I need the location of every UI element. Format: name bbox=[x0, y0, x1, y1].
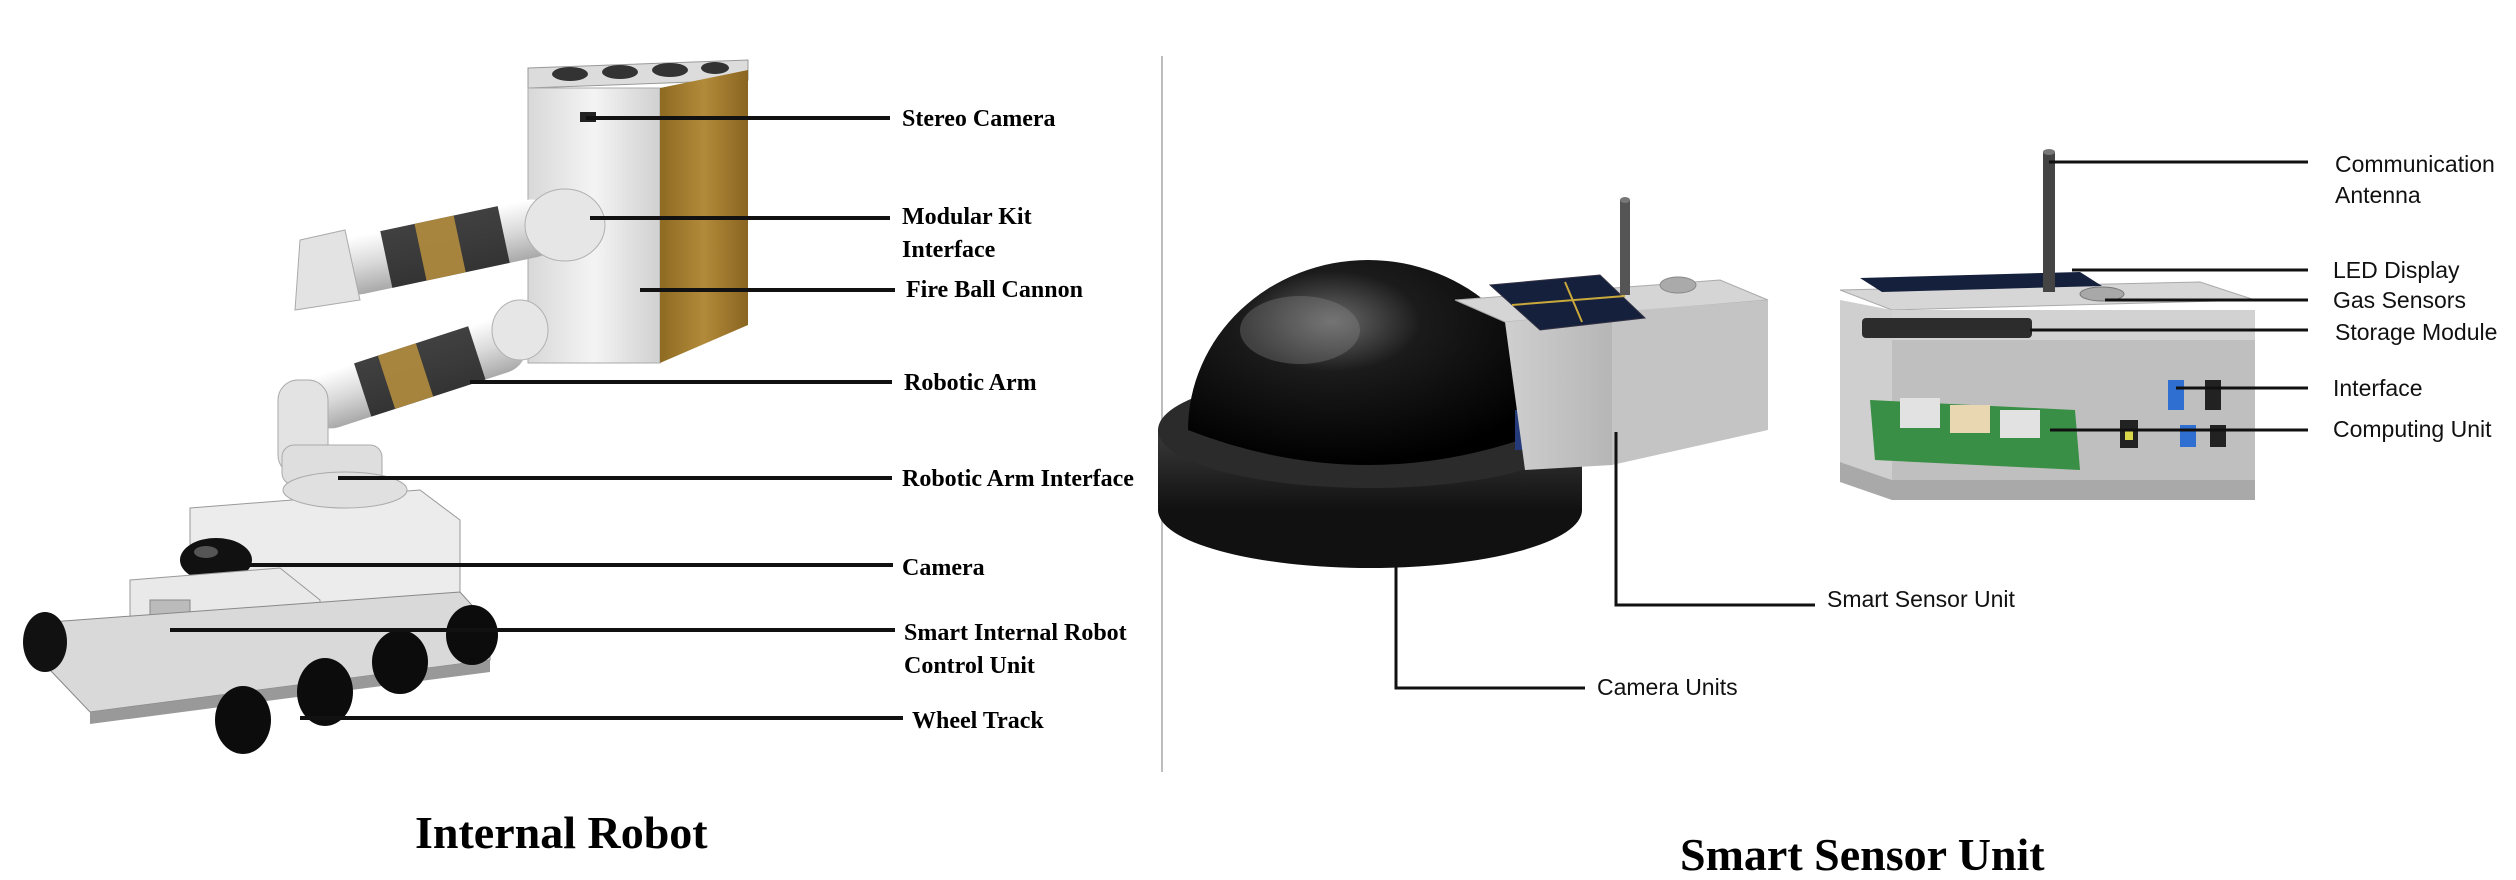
label-computing-unit: Computing Unit bbox=[2333, 416, 2492, 442]
label-smart-internal-robot-control-unit: Smart Internal Robot Control Unit bbox=[904, 620, 1133, 679]
left-labels: Stereo Camera Modular Kit Interface Fire… bbox=[902, 106, 1134, 734]
right-leader-lines bbox=[1394, 160, 2308, 690]
caption-internal-robot: Internal Robot bbox=[415, 807, 708, 858]
label-storage-module: Storage Module bbox=[2335, 319, 2497, 345]
label-led-display: LED Display bbox=[2333, 257, 2460, 283]
leader-smart-sensor-unit bbox=[1614, 432, 1815, 607]
right-labels: Communication Antenna LED Display Gas Se… bbox=[1597, 151, 2501, 700]
label-robotic-arm-interface: Robotic Arm Interface bbox=[902, 466, 1134, 492]
label-wheel-track: Wheel Track bbox=[912, 708, 1044, 734]
label-camera-units: Camera Units bbox=[1597, 674, 1738, 700]
left-leader-lines bbox=[170, 116, 903, 720]
internal-robot-illustration bbox=[23, 59, 749, 754]
label-smart-sensor-unit: Smart Sensor Unit bbox=[1827, 586, 2016, 612]
label-camera: Camera bbox=[902, 555, 985, 581]
label-fire-ball-cannon: Fire Ball Cannon bbox=[906, 277, 1083, 303]
leader-camera-units bbox=[1394, 520, 1585, 690]
label-interface: Interface bbox=[2333, 375, 2423, 401]
label-robotic-arm: Robotic Arm bbox=[904, 370, 1037, 396]
label-communication-antenna: Communication Antenna bbox=[2335, 151, 2501, 208]
smart-sensor-box-illustration bbox=[1454, 197, 1769, 470]
camera-unit-illustration bbox=[1158, 260, 1582, 568]
sensor-internals-illustration bbox=[1839, 149, 2256, 500]
label-stereo-camera: Stereo Camera bbox=[902, 106, 1056, 132]
label-gas-sensors: Gas Sensors bbox=[2333, 287, 2466, 313]
caption-smart-sensor-unit: Smart Sensor Unit bbox=[1680, 829, 2045, 880]
label-modular-kit-interface: Modular Kit Interface bbox=[902, 204, 1038, 263]
